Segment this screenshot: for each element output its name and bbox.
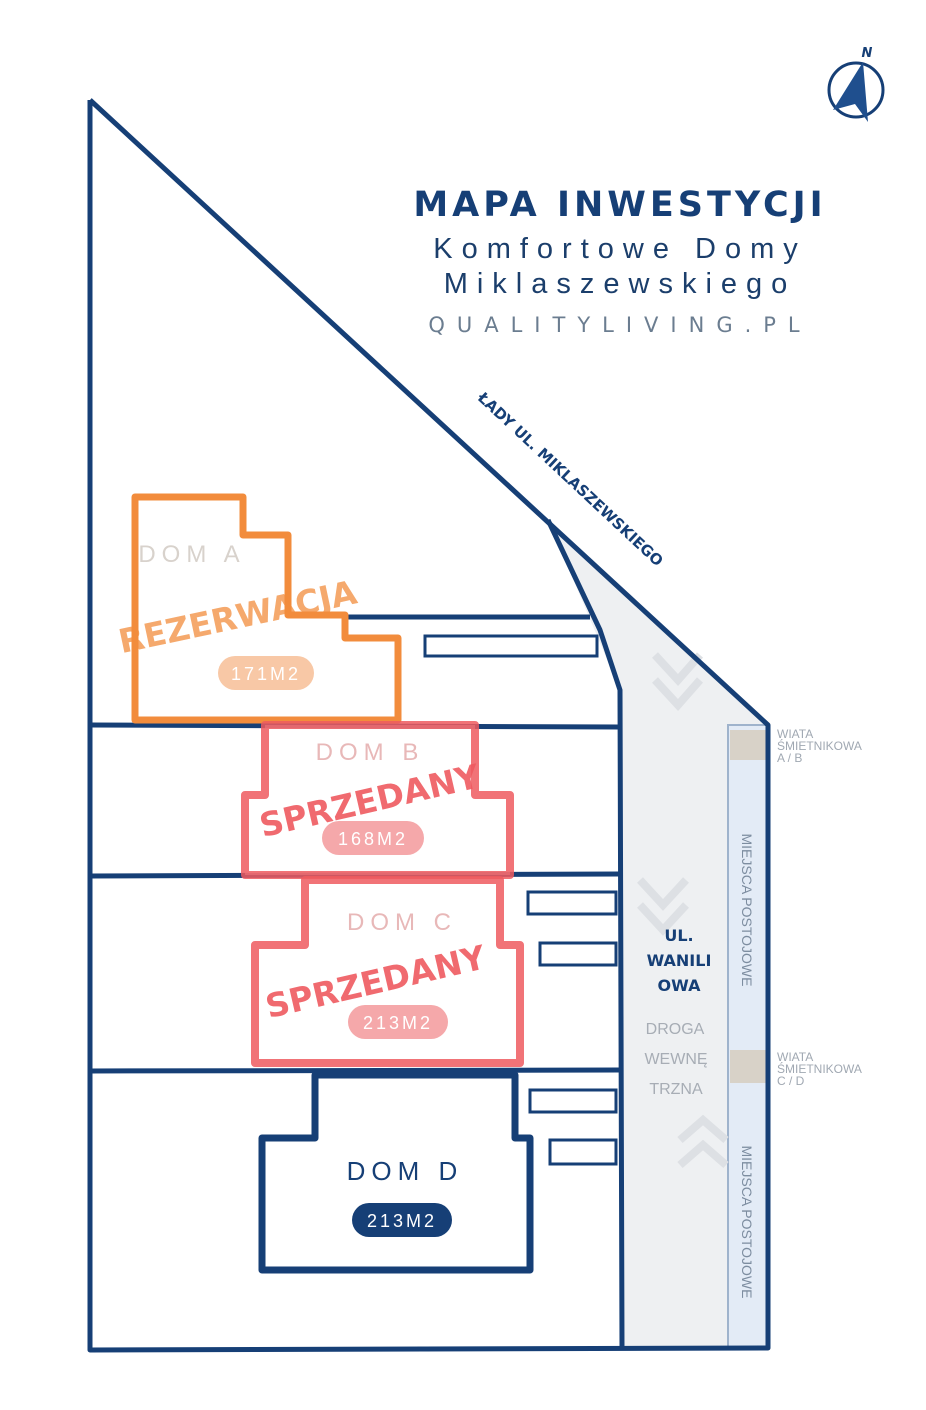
website-label: QUALITYLIVING.PL xyxy=(428,313,812,337)
parking-label-1: MIEJSCA POSTOJOWE xyxy=(739,834,755,987)
house-a-name: DOM A xyxy=(138,541,245,568)
driveways xyxy=(423,634,618,1166)
shelter-cd-label-2: ŚMIETNIKOWA xyxy=(777,1061,862,1076)
house-d-outline[interactable] xyxy=(258,1071,534,1274)
area-badge-a xyxy=(218,656,314,690)
road-type-1: DROGA xyxy=(646,1021,705,1038)
house-b-outline[interactable] xyxy=(241,721,514,879)
area-a: 171M2 xyxy=(231,664,301,684)
waste-shelter-ab xyxy=(730,730,766,760)
subtitle-line-2: Miklaszewskiego xyxy=(443,268,797,300)
road-type-2: WEWNĘ xyxy=(644,1051,707,1068)
internal-road xyxy=(548,520,768,1348)
area-badge-d xyxy=(352,1203,452,1237)
area-badge-b xyxy=(322,821,424,855)
north-arrow-icon: N xyxy=(827,46,885,122)
shelter-ab-label-1: WIATA xyxy=(777,727,813,741)
internal-street-name-2: WANILI xyxy=(647,951,712,970)
road-chevrons xyxy=(637,652,729,1169)
area-badge-c xyxy=(348,1005,448,1039)
lot-boundary xyxy=(87,98,771,1353)
parking-label-2: MIEJSCA POSTOJOWE xyxy=(739,1146,755,1299)
house-d-name: DOM D xyxy=(347,1156,464,1186)
area-b: 168M2 xyxy=(338,829,408,849)
shelter-ab-label-3: A / B xyxy=(777,751,802,765)
shelter-cd-label-1: WIATA xyxy=(777,1050,813,1064)
house-c-outline[interactable] xyxy=(251,876,524,1067)
shelter-cd-label-3: C / D xyxy=(777,1074,805,1088)
subtitle-line-1: Komfortowe Domy xyxy=(433,233,807,265)
shelter-ab-label-2: ŚMIETNIKOWA xyxy=(777,738,862,753)
page-title: MAPA INWESTYCJI xyxy=(413,185,827,225)
area-d: 213M2 xyxy=(367,1211,437,1231)
north-label: N xyxy=(862,46,873,61)
area-c: 213M2 xyxy=(363,1013,433,1033)
road-type-3: TRZNA xyxy=(649,1081,703,1098)
waste-shelter-cd xyxy=(730,1050,766,1083)
internal-street-name-1: UL. xyxy=(664,926,693,945)
house-c-name: DOM C xyxy=(347,909,457,936)
internal-street-name-3: OWA xyxy=(658,976,702,995)
house-a-outline[interactable] xyxy=(131,493,402,724)
house-b-name: DOM B xyxy=(316,739,425,766)
